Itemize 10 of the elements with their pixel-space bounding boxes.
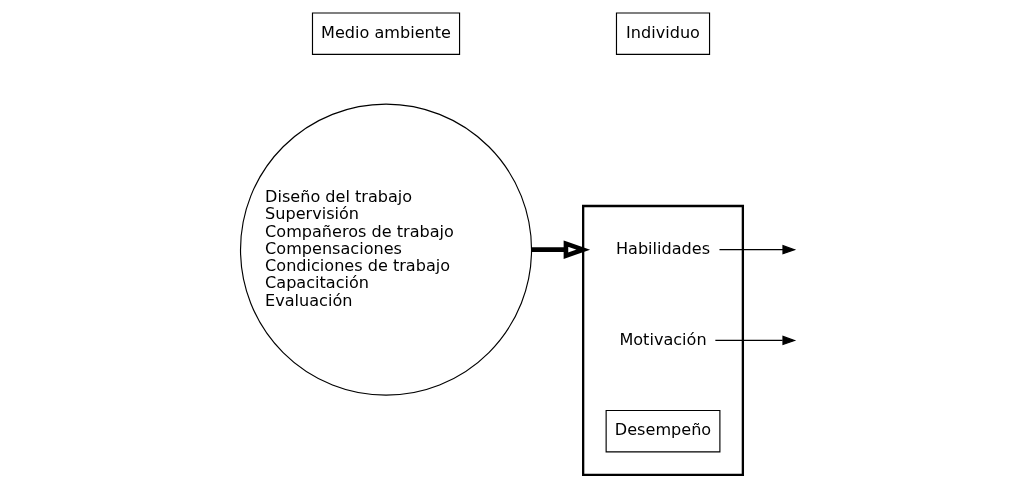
- arrow: [714, 335, 797, 346]
- node-box: Medio ambiente: [311, 12, 461, 55]
- node-circle: Diseño del trabajo Supervisión Compañeros de trabajo Compensaciones Condiciones de trabajo Capacitación Evaluación: [239, 103, 533, 396]
- cluster: [582, 204, 744, 476]
- node-box: Desempeño: [605, 409, 721, 453]
- node-text: Habilidades: [615, 238, 711, 258]
- node-box: Individuo: [615, 12, 711, 55]
- arrow: [531, 240, 591, 259]
- node-text: Motivación: [619, 329, 707, 349]
- arrow: [718, 244, 797, 255]
